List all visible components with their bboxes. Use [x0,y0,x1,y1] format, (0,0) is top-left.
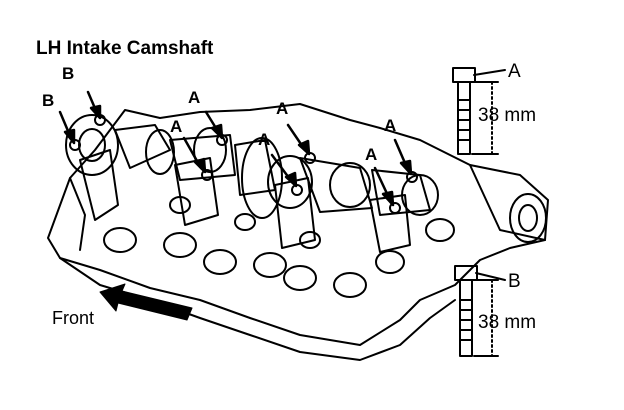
bolt-b-icon [454,265,506,357]
page-title: LH Intake Camshaft [36,38,214,59]
bolt-a-id: A [508,61,521,82]
label-a-5: A [384,116,397,135]
front-label: Front [52,308,95,328]
front-arrow-icon [99,283,193,321]
label-a-2: A [170,117,183,136]
label-b-2: B [42,91,55,110]
label-a-4: A [258,130,271,149]
pointer-arrows [58,90,413,207]
bolt-a-length: 38 mm [478,105,537,126]
bolt-a-icon [452,67,506,155]
bolt-b-id: B [508,271,521,292]
camshaft [65,114,439,219]
label-a-1: A [188,88,201,107]
ports [103,196,455,298]
label-a-3: A [276,99,289,118]
label-b-1: B [62,64,75,83]
bolt-b-length: 38 mm [478,312,537,333]
label-a-6: A [365,145,378,164]
